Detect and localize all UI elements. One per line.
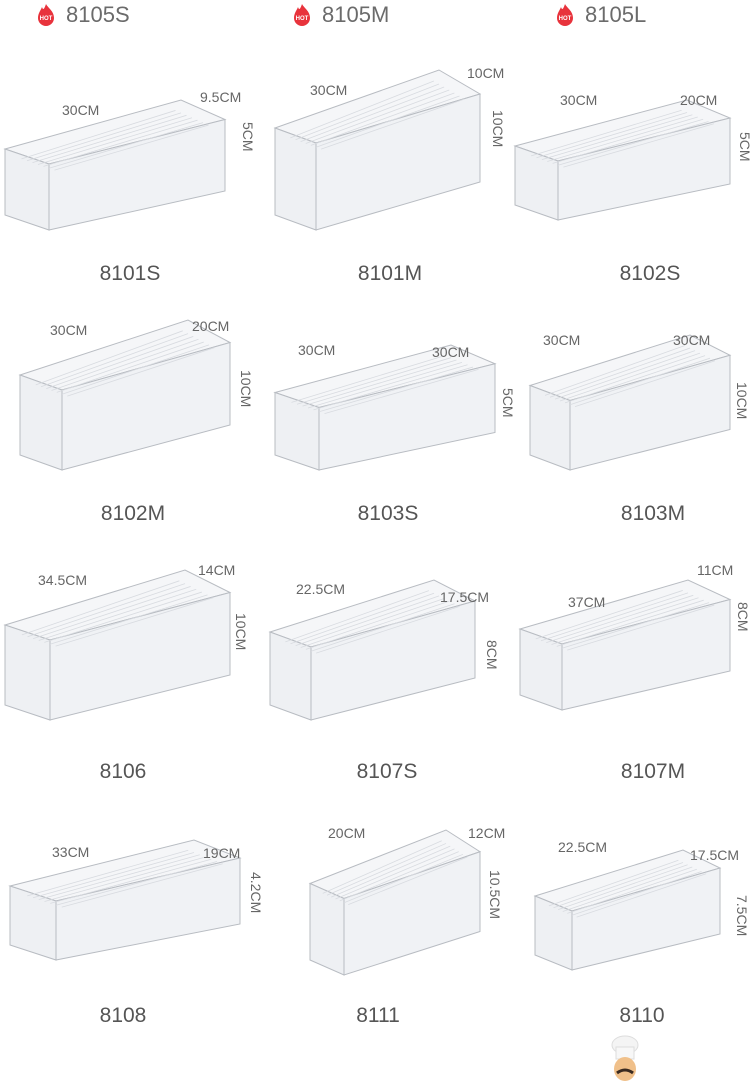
dimension-width: 11CM	[697, 562, 734, 578]
dimension-height: 5CM	[737, 132, 750, 162]
svg-text:HOT: HOT	[296, 16, 309, 22]
product-image-8102m[interactable]	[18, 319, 232, 471]
dimension-length: 37CM	[568, 594, 606, 610]
hot-flame-icon: HOT	[294, 4, 310, 26]
dimension-height: 10.5CM	[487, 870, 503, 920]
product-image-8103s[interactable]	[273, 344, 497, 471]
product-model-label: 8111	[356, 1004, 400, 1027]
dimension-length: 22.5CM	[558, 839, 608, 855]
dimension-width: 9.5CM	[200, 89, 242, 105]
chef-mascot-icon	[611, 1035, 639, 1081]
product-image-8107m[interactable]	[518, 579, 732, 711]
dimension-width: 17.5CM	[690, 847, 740, 863]
product-model-label: 8106	[99, 760, 147, 783]
dimension-length: 22.5CM	[296, 581, 346, 597]
dimension-height: 5CM	[240, 122, 256, 152]
dimension-height: 5CM	[500, 388, 516, 418]
hot-flame-icon: HOT	[557, 4, 573, 26]
hot-item-label: 8105S	[66, 2, 130, 27]
dimension-height: 10CM	[490, 110, 506, 148]
dimension-length: 20CM	[328, 825, 366, 841]
dimension-height: 10CM	[734, 382, 750, 420]
product-image-8111[interactable]	[308, 829, 482, 976]
dimension-length: 30CM	[560, 92, 598, 108]
product-image-8101m[interactable]	[273, 69, 482, 231]
product-image-8102s[interactable]	[513, 99, 732, 221]
product-model-label: 8101M	[357, 262, 423, 285]
product-model-label: 8102S	[619, 262, 681, 285]
dimension-height: 7.5CM	[734, 895, 750, 937]
dimension-width: 20CM	[192, 318, 230, 334]
product-model-label: 8103M	[620, 502, 686, 525]
dimension-width: 30CM	[673, 332, 711, 348]
product-model-label: 8102M	[100, 502, 166, 525]
product-image-8103m[interactable]	[528, 334, 732, 471]
product-image-8107s[interactable]	[268, 579, 477, 721]
dimension-width: 17.5CM	[440, 589, 490, 605]
dimension-width: 30CM	[432, 344, 470, 360]
dimension-height: 8CM	[484, 640, 500, 670]
dimension-width: 20CM	[680, 92, 718, 108]
hot-item-label: 8105M	[322, 2, 390, 27]
product-model-label: 8108	[99, 1004, 147, 1027]
dimension-width: 12CM	[468, 825, 506, 841]
product-image-8101s[interactable]	[3, 99, 227, 231]
dimension-length: 30CM	[50, 322, 88, 338]
product-model-label: 8110	[619, 1004, 665, 1027]
dimension-width: 14CM	[198, 562, 236, 578]
dimension-height: 10CM	[233, 613, 249, 651]
product-model-label: 8103S	[357, 502, 419, 525]
product-image-8108[interactable]	[8, 839, 242, 961]
hot-item[interactable]: HOT 8105S	[36, 0, 130, 30]
dimension-length: 30CM	[543, 332, 581, 348]
hot-item-label: 8105L	[585, 2, 647, 27]
svg-text:HOT: HOT	[559, 16, 572, 22]
dimension-length: 33CM	[52, 844, 90, 860]
dimension-width: 19CM	[203, 845, 241, 861]
product-model-label: 8101S	[99, 262, 161, 285]
dimension-length: 30CM	[62, 102, 100, 118]
dimension-height: 4.2CM	[248, 872, 264, 914]
hot-item[interactable]: HOT 8105M	[292, 0, 389, 30]
svg-text:HOT: HOT	[40, 16, 53, 22]
hot-item[interactable]: HOT 8105L	[555, 0, 646, 30]
dimension-height: 8CM	[735, 602, 750, 632]
dimension-height: 10CM	[238, 370, 254, 408]
product-image-8110[interactable]	[533, 849, 722, 971]
product-model-label: 8107M	[620, 760, 686, 783]
dimension-width: 10CM	[467, 65, 505, 81]
dimension-length: 30CM	[298, 342, 336, 358]
hot-flame-icon: HOT	[38, 4, 54, 26]
product-model-label: 8107S	[356, 760, 418, 783]
dimension-length: 30CM	[310, 82, 348, 98]
dimension-length: 34.5CM	[38, 572, 88, 588]
product-image-8106[interactable]	[3, 569, 232, 721]
